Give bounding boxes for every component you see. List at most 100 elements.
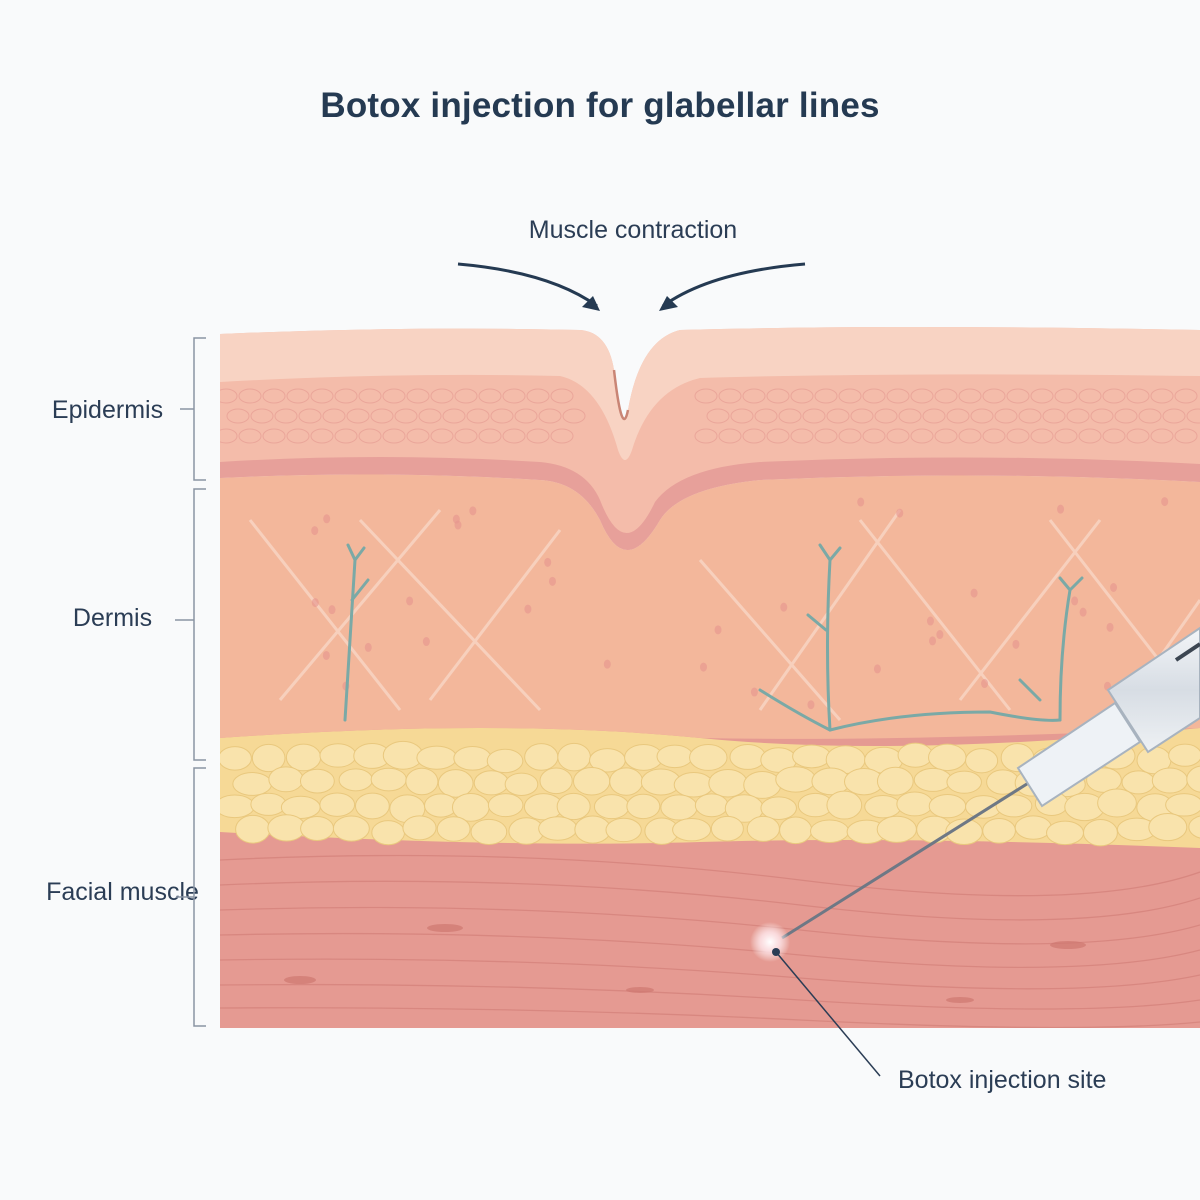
fat-cell [232, 772, 273, 796]
epidermis-cell [1066, 408, 1090, 424]
dermis-cell [328, 605, 336, 615]
epidermis-cell [1006, 428, 1030, 444]
blood-vessels [343, 543, 1084, 732]
epidermis-cell [220, 428, 238, 444]
epidermis-cell [1174, 428, 1198, 444]
dermis-cell [981, 679, 989, 689]
fat-cell [268, 766, 304, 793]
epidermis-cell [310, 428, 334, 444]
fat-cell [437, 769, 474, 798]
epidermis-cell [454, 388, 478, 404]
epidermis-cell [766, 428, 790, 444]
epidermis-cell [1186, 408, 1200, 424]
epidermis-cells [220, 388, 1200, 444]
dermis-cell [970, 588, 978, 598]
dermis-cell [896, 508, 904, 518]
dermis-cell [1079, 607, 1087, 617]
fat-cell [332, 815, 370, 842]
epidermis-cell [418, 408, 442, 424]
fat-cell [1186, 765, 1200, 793]
epidermis-cell [982, 388, 1006, 404]
fat-cell [928, 793, 967, 819]
dermis-cell [857, 497, 865, 507]
epidermis-cell [886, 388, 910, 404]
muscle-nuclei [284, 924, 1086, 1003]
dermis-cell [364, 642, 372, 652]
fat-cell [250, 792, 287, 816]
fat-cell [710, 815, 744, 842]
injection-site-label: Botox injection site [898, 1066, 1107, 1094]
epidermis-cell [442, 408, 466, 424]
dermis-cell [311, 526, 319, 536]
fat-cell [826, 790, 863, 820]
epidermis-cell [838, 388, 862, 404]
dermis-cell [714, 625, 722, 635]
fat-cell [319, 792, 356, 817]
stratum-corneum [220, 327, 1200, 460]
epidermis-cell [790, 428, 814, 444]
dermis-cell [936, 630, 944, 640]
fat-cell [593, 794, 630, 820]
epidermis-cell [934, 388, 958, 404]
epidermis-cell [1054, 428, 1078, 444]
dermis-cell [544, 557, 552, 567]
fat-cell [539, 767, 573, 795]
fat-cell [556, 792, 591, 821]
epidermis-cell [430, 428, 454, 444]
fat-cell [928, 743, 967, 772]
fat-cell [574, 815, 612, 844]
dermis-cell [1071, 596, 1079, 606]
fat-cell [864, 795, 902, 819]
epidermis-cell [1102, 428, 1126, 444]
epidermis-cell [562, 408, 586, 424]
basal-layer [220, 457, 1200, 550]
epidermis-cell [694, 388, 718, 404]
epidermis-cell [370, 408, 394, 424]
fat-cell [538, 816, 578, 841]
injection-glow [750, 922, 790, 962]
epidermis-cell [1090, 408, 1114, 424]
epidermis-cell [430, 388, 454, 404]
injection-site-leader [772, 948, 881, 1077]
fat-cell [1188, 815, 1200, 839]
fat-cell [402, 815, 437, 841]
dermis-cell [1012, 639, 1020, 649]
epidermis-cell [406, 388, 430, 404]
epidermis-cell [394, 408, 418, 424]
dermis-cell [469, 506, 477, 516]
fat-cell [338, 768, 373, 792]
layer-brackets [175, 337, 206, 1027]
contraction-arrows [457, 262, 806, 311]
fat-cell [300, 815, 335, 841]
fat-cell [487, 793, 524, 818]
epidermis-cell [1126, 388, 1150, 404]
epidermis-cell [706, 408, 730, 424]
fat-cell [319, 743, 357, 768]
fat-cell [995, 794, 1033, 818]
syringe [781, 626, 1200, 940]
epidermis-cell [1162, 408, 1186, 424]
fat-cell [876, 766, 914, 796]
epidermis-cell [454, 428, 478, 444]
epidermis-cell [1102, 388, 1126, 404]
dermis-cell [322, 650, 330, 660]
fat-cell [626, 793, 661, 820]
epidermis-cell [286, 388, 310, 404]
epidermis-cell [238, 388, 262, 404]
fat-cell [486, 748, 524, 774]
epidermis-cell [994, 408, 1018, 424]
dermis-cell [1161, 497, 1169, 507]
epidermis-cell [862, 388, 886, 404]
epidermis-cell [814, 428, 838, 444]
fat-cell [760, 796, 797, 820]
epidermis-cell [754, 408, 778, 424]
fat-cell [775, 766, 817, 793]
epidermis-cell [1126, 428, 1150, 444]
fat-cell [746, 815, 780, 842]
epidermis-cell [790, 388, 814, 404]
dermis-cell [603, 659, 611, 669]
epidermis-cell [874, 408, 898, 424]
fat-cell [779, 816, 813, 845]
dermis-cell [323, 514, 331, 524]
epidermis-cell [1150, 428, 1174, 444]
